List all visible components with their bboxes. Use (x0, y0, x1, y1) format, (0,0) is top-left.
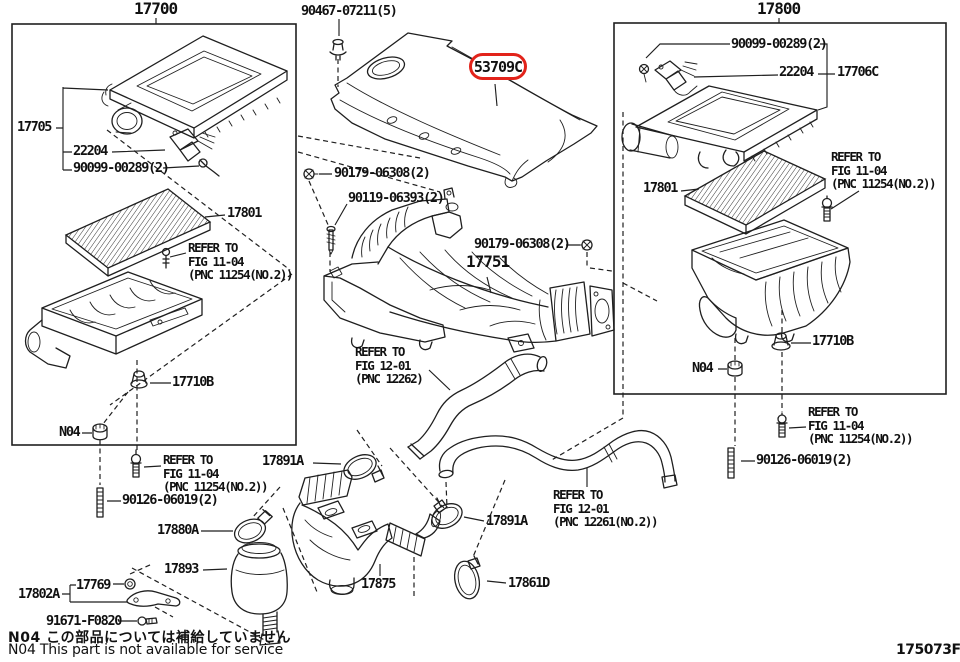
clip-90467-drawing (329, 38, 347, 61)
label-17893[interactable]: 17893 (164, 561, 199, 577)
label-90099-right[interactable]: 90099-00289(2) (731, 36, 828, 52)
hose-clamp-17891a-left-drawing (343, 454, 385, 483)
left-filter-element-drawing (64, 188, 212, 277)
screw-90119-drawing (326, 225, 336, 255)
refer-line: FIG 11-04 (163, 465, 220, 481)
label-17880a[interactable]: 17880A (157, 522, 199, 538)
refer-block-fig1104-left-lower: REFER TO FIG 11-04 (PNC 11254(NO.2)) (163, 452, 269, 494)
right-refer-bolt-lower-drawing (776, 412, 788, 438)
refer-line: REFER TO (831, 149, 881, 164)
label-90467[interactable]: 90467-07211(5) (301, 3, 398, 19)
label-n04-right[interactable]: N04 (692, 360, 714, 376)
label-22204-right[interactable]: 22204 (779, 64, 814, 80)
left-grommet-drawing (130, 370, 148, 389)
refer-line: REFER TO (553, 487, 603, 502)
refer-line: (PNC 11254(NO.2)) (808, 431, 914, 446)
grommet-17769-drawing (124, 578, 136, 590)
left-air-cleaner-cap-drawing (101, 35, 288, 139)
label-assembly-17800[interactable]: 17800 (757, 0, 801, 18)
right-assembly-box (613, 22, 947, 395)
left-filter-bolt-drawing (161, 247, 171, 269)
label-90126-left[interactable]: 90126-06019(2) (122, 492, 219, 508)
right-n04-nut-drawing (727, 360, 743, 377)
refer-line: (PNC 12261(NO.2)) (553, 514, 659, 529)
right-air-cleaner-cap-drawing (621, 85, 818, 169)
label-leader-lines (56, 19, 860, 622)
left-sensor-bolt-drawing (198, 158, 220, 177)
label-90099-left[interactable]: 90099-00289(2) (73, 160, 170, 176)
label-n04-left[interactable]: N04 (59, 424, 81, 440)
refer-block-fig1104-right-upper: REFER TO FIG 11-04 (PNC 11254(NO.2)) (831, 149, 937, 191)
right-stud-drawing (727, 447, 735, 479)
refer-line: REFER TO (355, 344, 405, 359)
label-90179-right[interactable]: 90179-06308(2) (474, 236, 571, 252)
label-17710b-right[interactable]: 17710B (812, 333, 854, 349)
label-17751[interactable]: 17751 (466, 252, 510, 271)
refer-line: (PNC 11254(NO.2)) (163, 479, 269, 494)
label-assembly-17700[interactable]: 17700 (134, 0, 178, 18)
left-maf-sensor-drawing (169, 128, 216, 162)
label-90119[interactable]: 90119-06393(2) (348, 190, 445, 206)
right-maf-sensor-drawing (654, 60, 698, 96)
service-note-japanese: N04 この部品については補給していません (8, 630, 292, 646)
label-22204-left[interactable]: 22204 (73, 143, 108, 159)
vent-hose-12261-drawing (438, 429, 678, 489)
reservoir-17893-drawing (230, 542, 288, 646)
refer-line: (PNC 11254(NO.2)) (188, 267, 294, 282)
right-filter-element-drawing (683, 150, 827, 235)
label-17861d[interactable]: 17861D (508, 575, 550, 591)
refer-block-fig1201-right: REFER TO FIG 12-01 (PNC 12261(NO.2)) (553, 487, 659, 529)
refer-block-fig1104-left-upper: REFER TO FIG 11-04 (PNC 11254(NO.2)) (188, 240, 294, 282)
right-lower-case-drawing (691, 219, 851, 345)
refer-line: FIG 11-04 (808, 417, 865, 433)
bolt-90179-right-drawing (577, 239, 593, 251)
refer-line: REFER TO (808, 404, 858, 419)
label-17802a[interactable]: 17802A (18, 586, 60, 602)
refer-line: REFER TO (188, 240, 238, 255)
refer-line: REFER TO (163, 452, 213, 467)
service-note-english: N04 This part is not available for servi… (8, 642, 284, 658)
label-17769[interactable]: 17769 (76, 577, 111, 593)
label-17706c[interactable]: 17706C (837, 64, 879, 80)
right-sensor-bolt-drawing (638, 63, 650, 83)
hose-clamp-17861d-drawing (453, 555, 481, 600)
air-duct-17751-drawing (323, 187, 615, 353)
refer-line: FIG 12-01 (355, 357, 412, 373)
label-91671[interactable]: 91671-F0820 (46, 613, 122, 629)
left-n04-nut-drawing (92, 423, 108, 441)
label-17801-left[interactable]: 17801 (227, 205, 262, 221)
left-lower-case-drawing (24, 271, 203, 369)
refer-block-fig1201-left: REFER TO FIG 12-01 (PNC 12262) (355, 344, 424, 386)
right-grommet-drawing (771, 332, 791, 351)
bracket-17802a-drawing (126, 590, 181, 607)
hose-clamp-17880a-drawing (233, 508, 273, 544)
label-17891a-right[interactable]: 17891A (486, 513, 528, 529)
vent-hose-12262-drawing (407, 353, 548, 460)
refer-line: (PNC 12262) (355, 371, 424, 386)
refer-line: FIG 11-04 (188, 253, 245, 269)
left-stud-drawing (96, 487, 104, 518)
figure-code: 175073F (896, 642, 960, 658)
bolt-90179-left-drawing (303, 168, 319, 180)
dashed-leader-lines (99, 59, 783, 644)
label-90126-right[interactable]: 90126-06019(2) (756, 452, 853, 468)
refer-line: FIG 11-04 (831, 162, 888, 178)
label-17875[interactable]: 17875 (361, 576, 396, 592)
label-17710b-left[interactable]: 17710B (172, 374, 214, 390)
label-17891a-left[interactable]: 17891A (262, 453, 304, 469)
label-17705[interactable]: 17705 (17, 119, 52, 135)
highlighted-part-callout-53709c[interactable]: 53709C (469, 53, 527, 80)
label-90179-left[interactable]: 90179-06308(2) (334, 165, 431, 181)
left-refer-bolt-drawing (130, 449, 142, 478)
left-assembly-box (11, 23, 297, 446)
right-refer-bolt-drawing (821, 195, 833, 222)
air-hose-17875-drawing (291, 469, 442, 595)
refer-block-fig1104-right-lower: REFER TO FIG 11-04 (PNC 11254(NO.2)) (808, 404, 914, 446)
label-17801-right[interactable]: 17801 (643, 180, 678, 196)
refer-line: (PNC 11254(NO.2)) (831, 176, 937, 191)
bolt-91671-drawing (137, 616, 158, 626)
refer-line: FIG 12-01 (553, 500, 610, 516)
